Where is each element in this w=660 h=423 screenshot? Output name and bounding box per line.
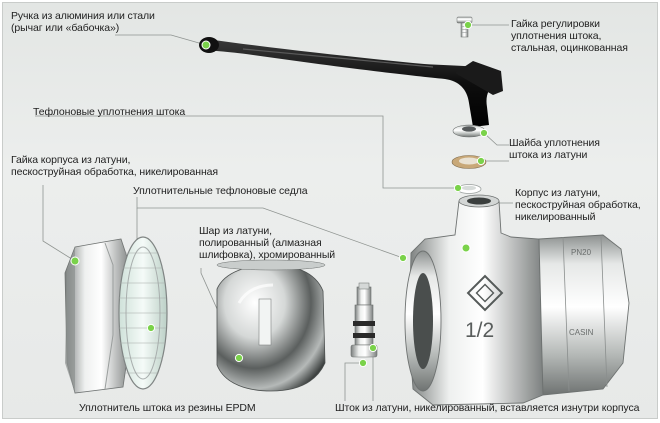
leader-teflon-stem-seals [35,115,458,189]
leader-teflon-seats [136,197,404,259]
valve-diagram: 1/2 PN20 CASIN Ручка из алюминия или ста… [2,2,658,419]
label-stem-washer: Шайба уплотнения штока из латуни [509,137,600,161]
handle-lever [199,37,503,127]
leader-epdm-seal [344,362,363,401]
marker-epdm-seal [358,358,368,368]
marker-teflon-stem-seals [453,183,463,193]
marker-teflon-seat-right [398,253,408,263]
label-teflon-seats: Уплотнительные тефлоновые седла [133,185,308,197]
label-handle: Ручка из алюминия или стали (рычаг или «… [11,10,155,34]
body-nut [64,236,168,394]
label-stem: Шток из латуни, никелированный, вставляе… [335,402,640,414]
ball [216,259,326,392]
marker-stem-washer-2 [476,156,486,166]
label-body: Корпус из латуни, пескоструйная обработк… [515,187,641,223]
label-stem-nut: Гайка регулировки уплотнения штока, стал… [511,18,628,54]
marker-ball [234,353,244,363]
marker-body-nut [70,256,80,266]
diagram-artwork: 1/2 PN20 CASIN [35,16,630,406]
callout-markers [70,20,489,368]
valve-body [404,194,630,406]
stem [350,282,378,358]
marker-handle [201,40,211,50]
label-ball: Шар из латуни, полированный (алмазная шл… [199,225,336,261]
marker-teflon-seat-left [146,323,156,333]
label-body-nut: Гайка корпуса из латуни, пескоструйная о… [11,154,218,178]
leader-handle [115,34,207,46]
label-teflon-stem-seals: Тефлоновые уплотнения штока [33,106,186,118]
body-brand-text-2: CASIN [569,328,594,337]
stem-washers [451,124,487,194]
marker-stem-nut [463,20,473,30]
marker-stem-washer [479,128,489,138]
body-marking-text: 1/2 [465,319,494,342]
label-epdm-seal: Уплотнитель штока из резины EPDM [79,402,256,414]
marker-stem [368,343,378,353]
marker-body [461,243,471,253]
leader-body-nut [42,185,76,262]
body-brand-text: PN20 [571,248,592,257]
leader-stem-washer [483,132,509,146]
